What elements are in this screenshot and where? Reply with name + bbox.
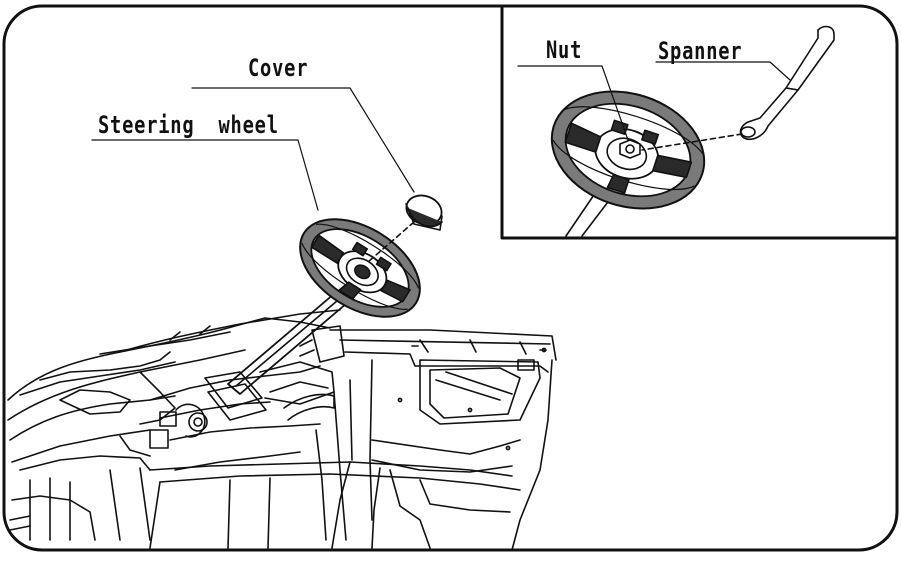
spanner-alignment-line [641,133,743,151]
spanner [739,25,835,141]
nut-leader [517,65,629,141]
cover-label: Cover [248,54,309,82]
cover [405,194,443,231]
steering-wheel-label: Steering wheel [98,111,279,139]
car-body [7,309,345,541]
steering-wheel-leader [91,139,319,211]
nut-label: Nut [546,36,583,64]
car-seat [119,435,521,549]
cover-alignment-line [367,221,415,263]
outer-frame [2,4,899,552]
cover-leader [191,87,415,193]
spanner-leader [655,61,791,81]
car-door [315,329,557,551]
inset-frame [500,6,898,240]
nut [619,139,641,159]
spanner-label: Spanner [658,37,743,65]
